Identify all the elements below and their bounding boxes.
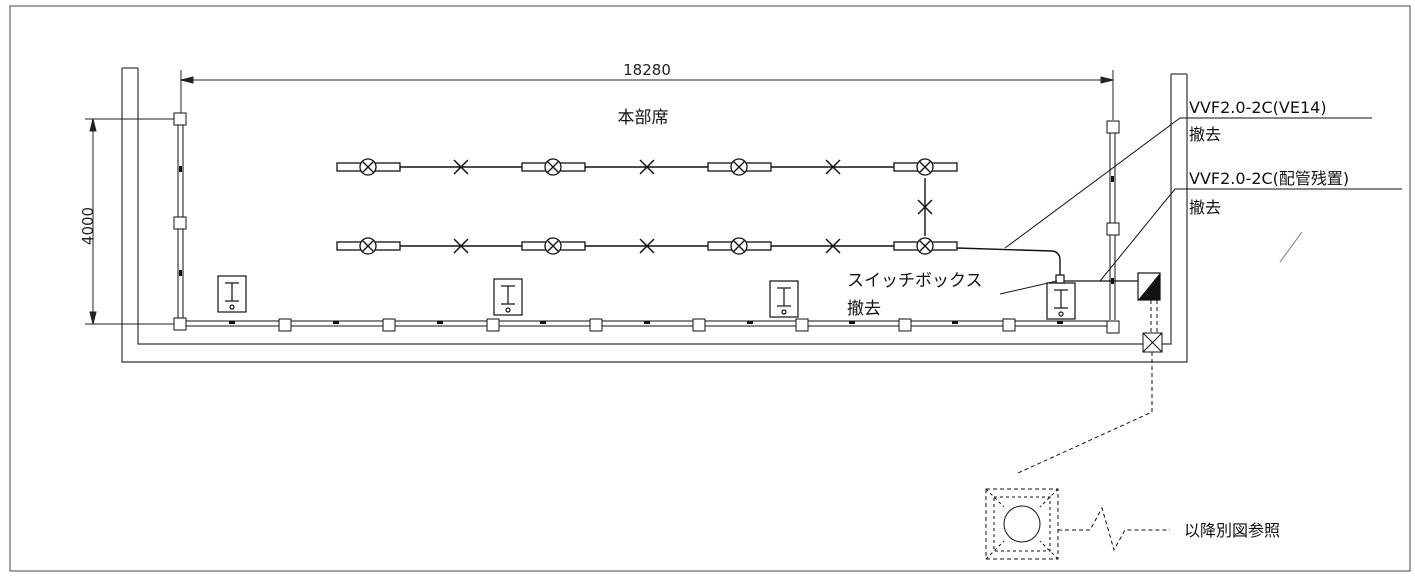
ceiling-unit	[985, 488, 1059, 560]
light-fixture	[707, 237, 772, 255]
exit-light-3	[769, 280, 799, 318]
switch-box-label: スイッチボックス	[847, 271, 983, 291]
dimension-width	[180, 70, 1114, 120]
reference-label: 以降別図参照	[1184, 521, 1280, 540]
wiring-markers	[179, 166, 1114, 324]
light-fixture	[893, 237, 958, 255]
dimension-width-label: 18280	[623, 61, 671, 79]
light-fixtures	[336, 158, 958, 255]
cable2-action: 撤去	[1189, 198, 1221, 217]
light-fixture	[521, 158, 586, 176]
light-fixture	[336, 158, 401, 176]
stray-mark	[1279, 231, 1303, 263]
conduit-dashed	[1017, 300, 1170, 552]
lighting-circuit	[400, 166, 1061, 275]
exit-light-2	[493, 278, 523, 316]
distribution-panel	[1137, 272, 1161, 301]
exit-light-4	[1046, 282, 1076, 320]
cable2-label: VVF2.0-2C(配管残置)	[1189, 169, 1349, 188]
dimension-height-label: 4000	[79, 207, 97, 245]
room-label: 本部席	[618, 108, 669, 128]
switch-box-action: 撤去	[847, 299, 881, 319]
perimeter-wiring	[177, 125, 1116, 327]
room-walls	[121, 67, 1188, 363]
junction-box	[1142, 332, 1163, 353]
leader-lines	[999, 117, 1402, 295]
switch-box	[1055, 274, 1065, 284]
cable1-action: 撤去	[1189, 125, 1221, 144]
light-fixture	[336, 237, 401, 255]
drawing-frame	[9, 5, 1411, 572]
dimension-height	[85, 118, 180, 325]
exit-lights	[217, 275, 1076, 320]
light-fixture	[521, 237, 586, 255]
cable1-label: VVF2.0-2C(VE14)	[1189, 98, 1327, 117]
outlets	[173, 112, 1120, 334]
light-fixture	[893, 158, 958, 176]
exit-light-1	[217, 275, 247, 313]
removal-marks	[453, 159, 933, 254]
light-fixture	[707, 158, 772, 176]
